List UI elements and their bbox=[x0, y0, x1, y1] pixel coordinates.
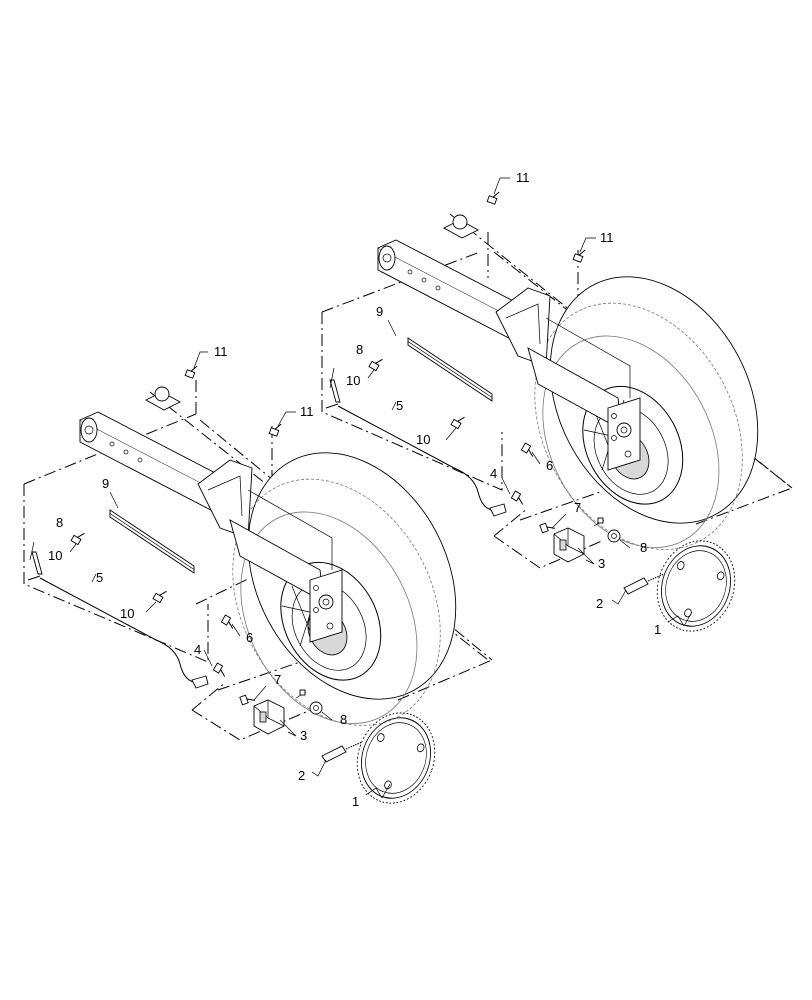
callout-10a: 10 bbox=[48, 548, 62, 563]
right-part-4-fitting bbox=[510, 490, 528, 505]
callout-10b: 10 bbox=[120, 606, 134, 621]
right-part-9-bar bbox=[407, 337, 493, 402]
callout-3: 3 bbox=[598, 556, 605, 571]
callout-5: 5 bbox=[96, 570, 103, 585]
left-part-3-sensor-bracket bbox=[253, 699, 285, 735]
left-part-10-screw-a bbox=[70, 528, 85, 546]
callout-1: 1 bbox=[352, 794, 359, 809]
right-part-2-bolt bbox=[623, 573, 665, 595]
callout-8a: 8 bbox=[356, 342, 363, 357]
callout-9: 9 bbox=[102, 476, 109, 491]
callout-8b: 8 bbox=[640, 540, 647, 555]
callout-6: 6 bbox=[246, 630, 253, 645]
right-part-10-screw-a bbox=[368, 354, 383, 372]
callout-3: 3 bbox=[300, 728, 307, 743]
left-part-6-bolt bbox=[220, 614, 238, 629]
callout-4: 4 bbox=[490, 466, 497, 481]
callout-2: 2 bbox=[298, 768, 305, 783]
right-part-8-nut bbox=[593, 517, 621, 543]
right-part-10-screw-b bbox=[450, 412, 465, 430]
callout-8b: 8 bbox=[340, 712, 347, 727]
callout-11b: 11 bbox=[600, 230, 614, 245]
left-part-8-nut bbox=[295, 689, 323, 715]
left-part-9-bar bbox=[109, 509, 195, 574]
right-part-7-screw bbox=[539, 520, 556, 534]
right-part-3-sensor-bracket bbox=[553, 527, 585, 563]
left-part-5-cable bbox=[39, 577, 209, 689]
left-part-11-screw-a bbox=[184, 362, 198, 379]
callout-11b: 11 bbox=[300, 404, 314, 419]
left-part-1-tone-ring bbox=[344, 701, 448, 815]
right-part-6-bolt bbox=[520, 442, 538, 457]
callout-4: 4 bbox=[194, 642, 201, 657]
callout-6: 6 bbox=[546, 458, 553, 473]
callout-1: 1 bbox=[654, 622, 661, 637]
right-part-5-cable bbox=[337, 405, 507, 517]
left-part-4-fitting bbox=[212, 662, 230, 677]
right-part-11-screw-b bbox=[572, 246, 586, 263]
callout-10a: 10 bbox=[346, 373, 360, 388]
callout-8a: 8 bbox=[56, 515, 63, 530]
callout-11a: 11 bbox=[214, 344, 228, 359]
callout-2: 2 bbox=[596, 596, 603, 611]
right-part-11-screw-a bbox=[486, 188, 500, 205]
right-assembly: 1 2 3 4 5 6 7 8 8 9 10 10 11 bbox=[321, 170, 800, 643]
callout-9: 9 bbox=[376, 304, 383, 319]
left-callouts: 1 2 3 4 5 6 7 8 8 9 10 10 11 bbox=[29, 344, 391, 809]
callout-10b: 10 bbox=[416, 432, 430, 447]
callout-11a: 11 bbox=[516, 170, 530, 185]
right-part-8-pin bbox=[325, 379, 341, 409]
callout-5: 5 bbox=[396, 398, 403, 413]
callout-7: 7 bbox=[574, 500, 581, 515]
left-part-10-screw-b bbox=[152, 586, 167, 604]
left-part-7-screw bbox=[239, 692, 256, 706]
left-assembly: 1 2 3 4 5 6 7 8 8 9 10 10 11 bbox=[23, 344, 498, 815]
right-callouts: 1 2 3 4 5 6 7 8 8 9 10 10 11 bbox=[329, 170, 693, 637]
left-part-8-pin bbox=[27, 551, 43, 581]
left-part-2-bolt bbox=[321, 741, 363, 763]
callout-7: 7 bbox=[274, 672, 281, 687]
